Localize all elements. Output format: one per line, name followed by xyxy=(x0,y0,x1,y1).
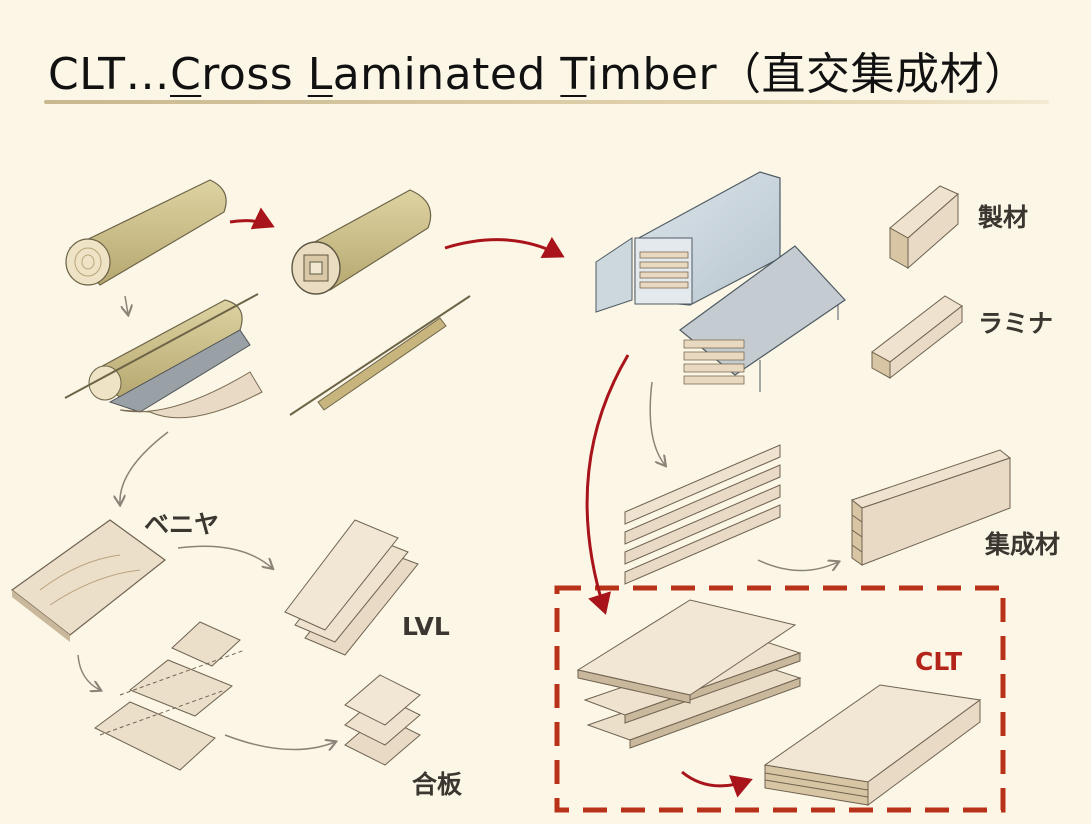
glulam-illustration xyxy=(850,449,1012,566)
drying-kiln-illustration xyxy=(595,171,781,313)
gray-arrow-veneer-to-lvl xyxy=(177,545,272,568)
gray-arrow-stack-to-glulam xyxy=(757,559,838,571)
clt-panel-illustration xyxy=(763,684,982,806)
label-glulam: 集成材 xyxy=(985,530,1061,559)
gray-process-arrows xyxy=(77,295,838,750)
rotary-peeling-illustration xyxy=(64,293,263,419)
label-lvl: LVL xyxy=(402,612,450,641)
label-plywood: 合板 xyxy=(412,770,463,799)
gray-arrow-strips-to-plywood xyxy=(224,734,335,750)
log-illustration xyxy=(65,179,227,286)
veneer-sheet-illustration xyxy=(10,519,166,642)
gray-arrow-veneer-to-strips xyxy=(77,654,100,690)
gray-arrow-peel-to-veneer xyxy=(120,431,169,504)
core-stick-illustration xyxy=(289,295,471,416)
label-sawn-lumber: 製材 xyxy=(978,203,1029,232)
title-underline xyxy=(44,100,1049,104)
gray-arrow-log-down xyxy=(125,295,128,314)
label-veneer: ベニヤ xyxy=(144,510,220,539)
red-process-arrows xyxy=(229,207,753,798)
clt-layers-illustration xyxy=(576,599,802,749)
sawn-lumber-illustration xyxy=(889,185,959,270)
clt-highlight-box xyxy=(554,585,1006,813)
plywood-illustration xyxy=(344,674,421,766)
veneer-strips-illustration xyxy=(94,621,246,771)
page-title: CLT…Cross Laminated Timber（直交集成材） xyxy=(48,49,1029,100)
red-arrow-log-to-cut xyxy=(229,207,275,230)
red-arrow-kiln-to-clt xyxy=(585,354,630,615)
red-arrow-layers-to-panel xyxy=(681,770,753,798)
gray-arrow-shed-to-stack xyxy=(649,381,665,465)
label-lamina: ラミナ xyxy=(978,309,1054,338)
cut-log-illustration xyxy=(291,189,432,295)
lvl-illustration xyxy=(284,519,419,656)
red-arrow-cut-to-kiln xyxy=(444,236,565,259)
lamina-illustration xyxy=(871,295,963,380)
lumber-shed-illustration xyxy=(679,245,846,392)
lamina-stack-illustration xyxy=(624,444,781,585)
label-clt: CLT xyxy=(915,647,963,676)
